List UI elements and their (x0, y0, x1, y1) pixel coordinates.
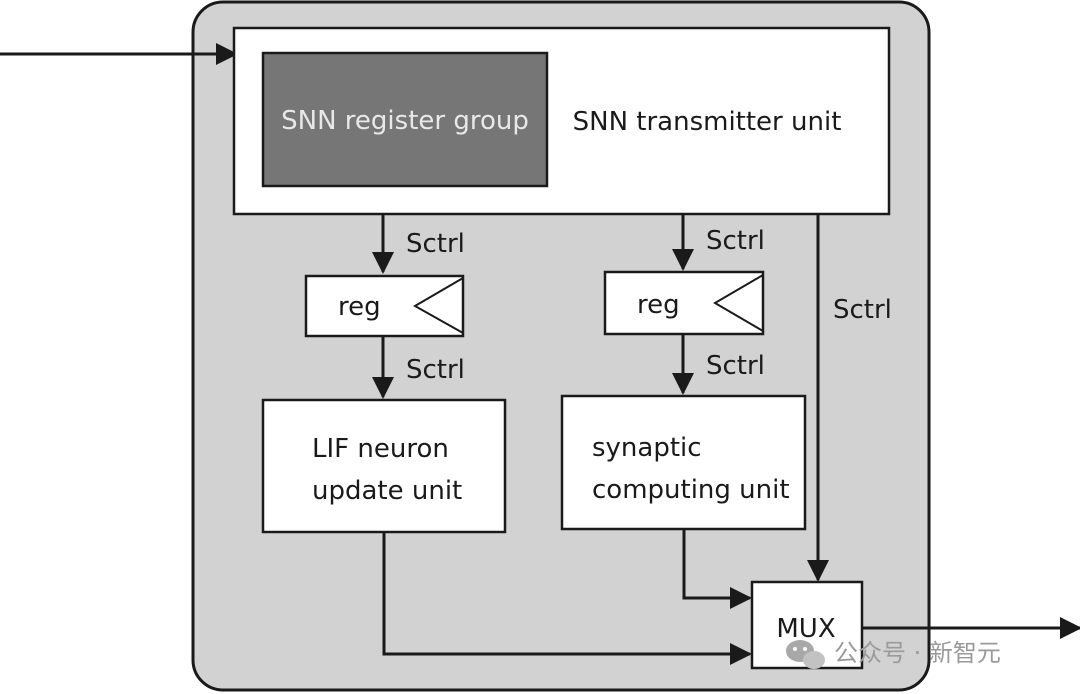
lif-neuron-unit-box (261, 398, 507, 534)
watermark: 公众号 · 新智元 (786, 639, 1001, 669)
sctrl-label-5: Sctrl (833, 295, 892, 325)
register-group-box (261, 51, 549, 188)
lif-label-line2: update unit (312, 476, 462, 506)
lif-label-line1: LIF neuron (312, 434, 449, 464)
sctrl-label-2: Sctrl (406, 355, 465, 385)
sctrl-label-4: Sctrl (706, 351, 765, 381)
reg-box-left (304, 274, 465, 338)
clock-triangle-left (412, 277, 464, 334)
reg-label-right: reg (637, 290, 680, 320)
sctrl-label-1: Sctrl (406, 229, 465, 259)
sctrl-label-3: Sctrl (706, 226, 765, 256)
clock-triangle-right (713, 274, 764, 332)
transmitter-unit-label: SNN transmitter unit (573, 107, 842, 137)
synaptic-label-line2: computing unit (592, 475, 790, 505)
watermark-text: 公众号 · 新智元 (834, 639, 1001, 667)
mux-box (750, 580, 864, 670)
reg-label-left: reg (338, 292, 381, 322)
arrow-lif-to-mux (382, 532, 752, 665)
wechat-icon (786, 640, 825, 669)
arrow-synaptic-to-mux (682, 529, 752, 609)
reg-box-right (603, 270, 765, 336)
mux-label: MUX (776, 614, 835, 644)
synaptic-label-line1: synaptic (592, 433, 702, 463)
register-group-label: SNN register group (281, 106, 529, 136)
